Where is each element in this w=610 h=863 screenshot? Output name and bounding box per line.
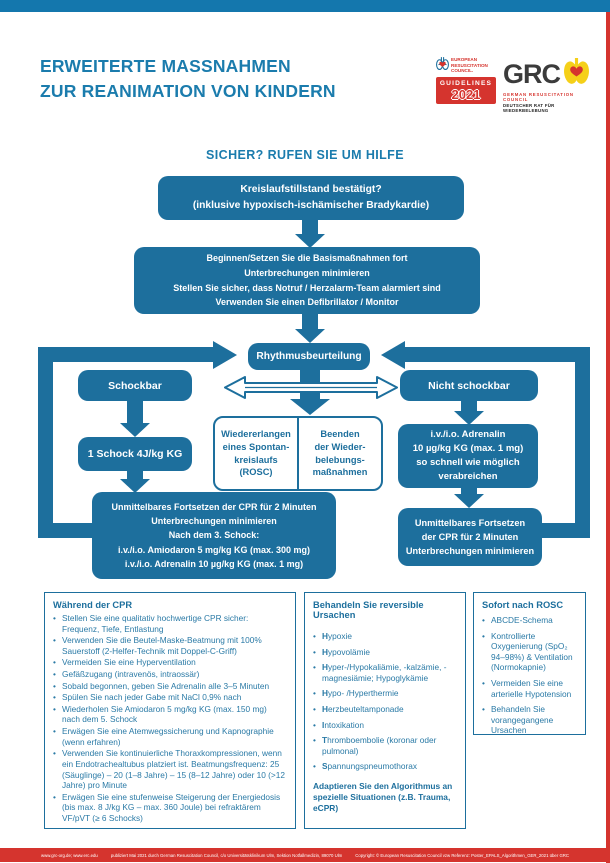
loopback-line-left-vertical (38, 347, 53, 538)
erc-logo-top: EUROPEAN RESUSCITATION COUNCIL. (436, 56, 498, 75)
during-cpr-list: Stellen Sie eine qualitativ hochwertige … (53, 613, 287, 824)
loopback-line-right-vertical (575, 347, 590, 538)
list-item: Wiederholen Sie Amiodaron 5 mg/kg KG (ma… (53, 704, 287, 725)
list-item: Thromboembolie (koronar oder pulmonal) (313, 735, 457, 756)
confirm-cardiac-arrest-box: Kreislaufstillstand bestätigt? (inklusiv… (158, 176, 464, 220)
flow-arrow-nonshockable-to-adrenaline (461, 400, 477, 412)
list-item: Verwenden Sie kontinuierliche Thoraxkomp… (53, 748, 287, 790)
flow-arrowhead (454, 494, 484, 508)
list-item: Kontrollierte Oxygenierung (SpO₂ 94–98%)… (482, 631, 577, 673)
flow-arrow-confirm-to-basics (302, 218, 318, 235)
list-item: Hypovolämie (313, 647, 457, 658)
list-item: Verwenden Sie die Beutel-Maske-Beatmung … (53, 635, 287, 656)
list-item: Hyper-/Hypokaliämie, -kalzämie, -magnesi… (313, 662, 457, 683)
flow-arrowhead (295, 234, 325, 248)
panel-title: Während der CPR (53, 600, 133, 610)
flow-arrowhead (120, 423, 150, 437)
footer-copyright: Copyright: © European Resuscitation Coun… (355, 852, 569, 858)
list-item: Sobald begonnen, geben Sie Adrenalin all… (53, 681, 287, 692)
list-item: Hypo- /Hyperthermie (313, 688, 457, 699)
list-item: Erwägen Sie eine Atemwegssicherung und K… (53, 726, 287, 747)
loopback-line-right-bottom (538, 523, 590, 538)
panel-during-cpr: Während der CPR Stellen Sie eine qualita… (44, 592, 296, 829)
causes-hits-list: HerzbeuteltamponadeIntoxikationThromboem… (313, 704, 457, 772)
erc-guidelines-badge: GUIDELINES 2021 (436, 77, 496, 104)
list-item: Erwägen Sie eine stufenweise Steigerung … (53, 792, 287, 824)
post-rosc-list: ABCDE-SchemaKontrollierte Oxygenierung (… (482, 615, 577, 736)
list-item: Behandeln Sie vorangegangene Ursachen (482, 704, 577, 736)
adrenaline-box: i.v./i.o. Adrenalin 10 µg/kg KG (max. 1 … (398, 424, 538, 488)
flow-arrowhead (290, 399, 330, 415)
safety-banner: SICHER? RUFEN SIE UM HILFE (206, 148, 404, 162)
grc-org-name: GERMAN RESUSCITATION COUNCIL (503, 92, 574, 102)
list-item: Vermeiden Sie eine arterielle Hypotensio… (482, 678, 577, 699)
terminate-box: Beenden der Wieder- belebungs- maßnahmen (312, 429, 368, 478)
guidelines-year: 2021 (451, 86, 481, 102)
list-item: Vermeiden Sie eine Hyperventilation (53, 657, 287, 668)
cpr-shockable-box: Unmittelbares Fortsetzen der CPR für 2 M… (92, 492, 336, 579)
panel-post-rosc: Sofort nach ROSC ABCDE-SchemaKontrollier… (473, 592, 586, 735)
flow-arrow-basics-to-rhythm (302, 312, 318, 330)
title-line2: ZUR REANIMATION VON KINDERN (40, 80, 336, 101)
rosc-box: Wiedererlangen eines Spontan- kreislaufs… (215, 418, 299, 489)
erc-lungs-icon (436, 56, 449, 75)
erc-logo: EUROPEAN RESUSCITATION COUNCIL. GUIDELIN… (436, 56, 498, 104)
rhythm-assessment-box: Rhythmusbeurteilung (248, 343, 370, 370)
page-title: ERWEITERTE MASSNAHMEN ZUR REANIMATION VO… (40, 54, 336, 104)
right-edge-strip (606, 12, 610, 863)
basic-life-support-box: Beginnen/Setzen Sie die Basismaßnahmen f… (134, 247, 480, 314)
cpr-non-shockable-box: Unmittelbares Fortsetzen der CPR für 2 M… (398, 508, 542, 566)
footer-links: www.grc-org.de; www.erc.edu (40, 852, 98, 858)
grc-logo: GRC GERMAN RESUSCITATION COUNCIL DEUTSCH… (503, 58, 589, 113)
footer-bar: www.grc-org.de; www.erc.edu publiziert M… (0, 848, 610, 862)
list-item: Intoxikation (313, 720, 457, 731)
grc-acronym: GRC (503, 58, 561, 89)
flow-arrowhead (295, 329, 325, 343)
loopback-line-left-bottom (38, 523, 98, 538)
flow-arrow-shock-to-cpr (127, 470, 143, 480)
flow-arrowhead (454, 411, 484, 425)
loopback-line-left-top (38, 347, 213, 362)
list-item: Stellen Sie eine qualitativ hochwertige … (53, 613, 287, 634)
list-item: ABCDE-Schema (482, 615, 577, 626)
list-item: Spannungspneumothorax (313, 761, 457, 772)
erc-org-name: EUROPEAN RESUSCITATION COUNCIL. (451, 57, 488, 74)
shockable-box: Schockbar (78, 370, 192, 401)
grc-logo-row: GRC (503, 58, 589, 90)
loopback-arrowhead-left (213, 341, 237, 369)
list-item: Herzbeuteltamponade (313, 704, 457, 715)
footer-publisher: publiziert Mai 2021 durch German Resusci… (110, 852, 343, 858)
panel-title: Sofort nach ROSC (482, 600, 564, 610)
grc-lungs-icon (563, 58, 590, 90)
panel-reversible-causes: Behandeln Sie reversible Ursachen Hypoxi… (304, 592, 466, 829)
guidelines-label: GUIDELINES (439, 80, 493, 88)
shock-dose-box: 1 Schock 4J/kg KG (78, 437, 192, 471)
rosc-terminate-box: Wiedererlangen eines Spontan- kreislaufs… (213, 416, 383, 491)
loopback-line-right-top (405, 347, 590, 362)
list-item: Gefäßzugang (intravenös, intraossär) (53, 669, 287, 680)
causes-note: Adaptieren Sie den Algorithmus an spezie… (313, 781, 453, 814)
flow-arrow-adrenaline-to-cpr (461, 487, 477, 495)
panel-title: Behandeln Sie reversible Ursachen (313, 600, 424, 620)
title-line1: ERWEITERTE MASSNAHMEN (40, 56, 291, 76)
non-shockable-box: Nicht schockbar (400, 370, 538, 401)
loopback-arrowhead-right (381, 341, 405, 369)
flow-arrowhead (120, 479, 150, 493)
top-color-bar (0, 0, 610, 12)
list-item: Hypoxie (313, 631, 457, 642)
double-headed-arrow (224, 376, 398, 399)
grc-org-name-de: DEUTSCHER RAT FÜR WIEDERBELEBUNG (503, 103, 555, 113)
flow-arrow-shockable-to-shock (127, 400, 143, 424)
causes-h-list: HypoxieHypovolämieHyper-/Hypokaliämie, -… (313, 631, 457, 699)
list-item: Spülen Sie nach jeder Gabe mit NaCl 0,9%… (53, 692, 287, 703)
